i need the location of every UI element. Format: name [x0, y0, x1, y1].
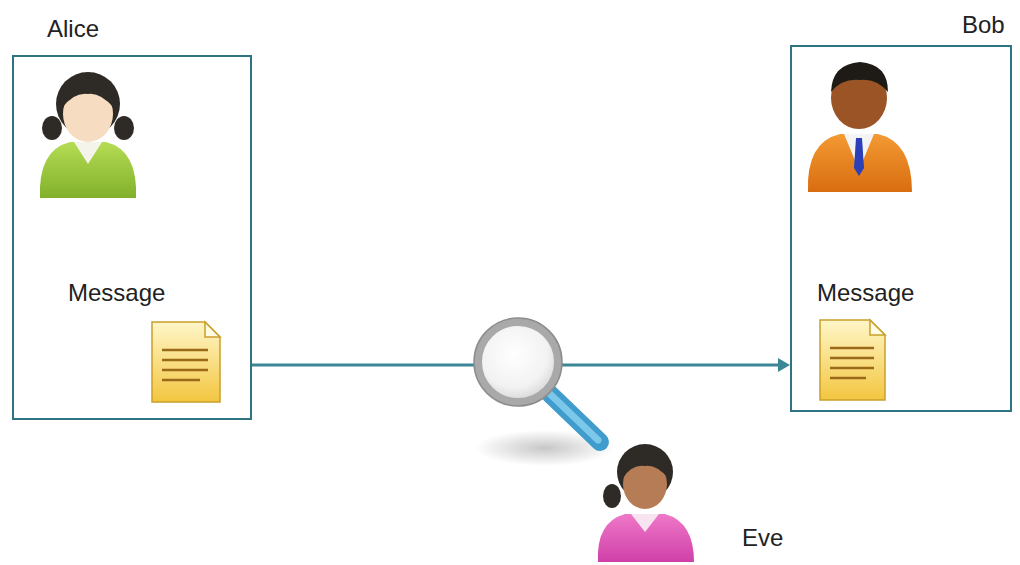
actor-name: Alice: [47, 15, 99, 43]
bob-figure: [808, 62, 912, 192]
actor-name: Bob: [962, 11, 1005, 39]
alice-figure: [40, 72, 136, 198]
arrow-head: [778, 358, 790, 372]
actor-box: BobMessage: [790, 45, 1012, 412]
actor-box: AliceMessage: [12, 55, 252, 420]
actor-name: Eve: [742, 524, 783, 552]
message-label: Message: [817, 279, 914, 307]
eve-figure: [598, 444, 694, 562]
magnifying-glass: [474, 318, 615, 466]
document-icon: [820, 320, 885, 400]
message-label: Message: [68, 279, 165, 307]
document-icon: [152, 322, 220, 402]
